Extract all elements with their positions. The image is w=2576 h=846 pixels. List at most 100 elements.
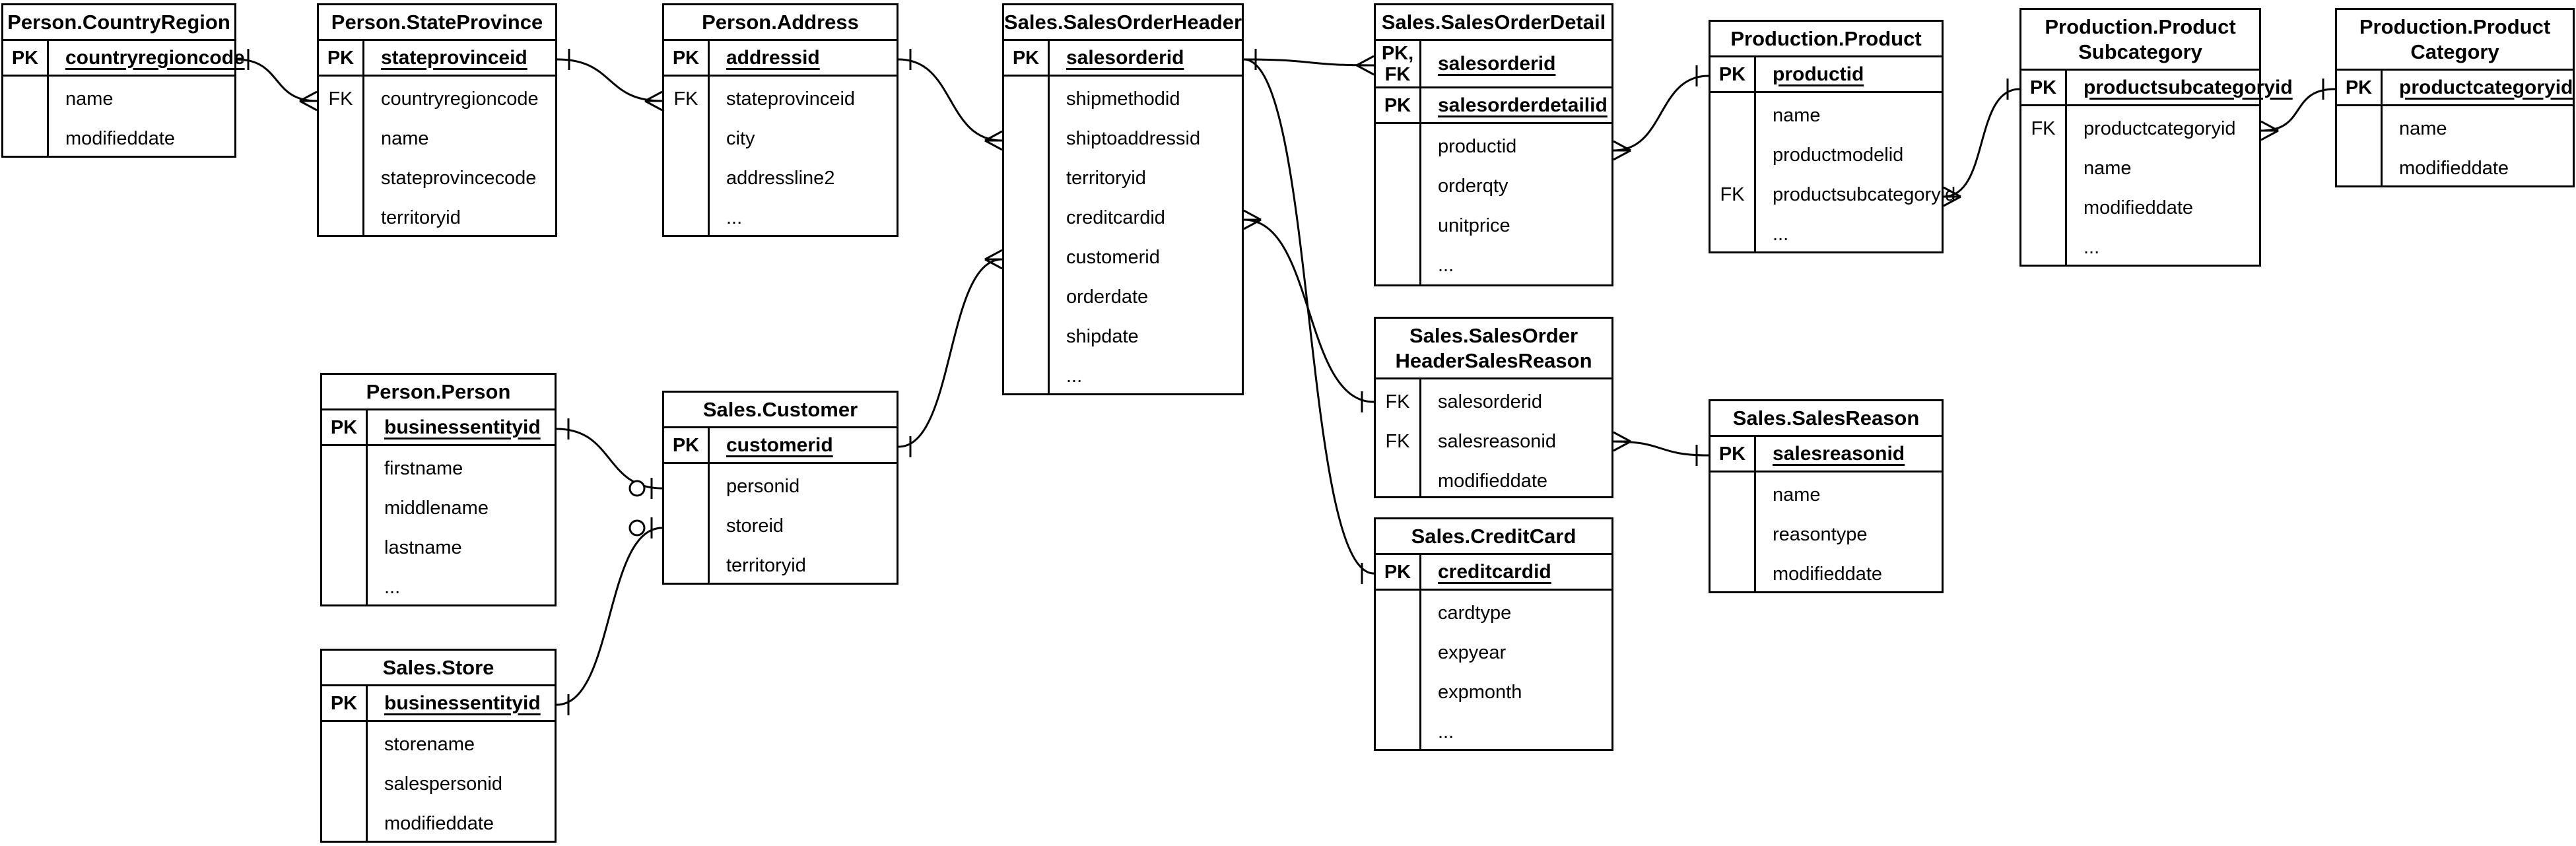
cardinality-many-crowfoot-salesorderdetail-product bbox=[1613, 149, 1631, 161]
attr-column-name: modifieddate bbox=[2084, 197, 2194, 218]
table-title: Sales.Store bbox=[322, 651, 555, 686]
attr-row-salespersonid: salespersonid bbox=[322, 764, 555, 804]
table-title: Sales.SalesReason bbox=[1711, 401, 1942, 437]
attr-row-productmodelid: productmodelid bbox=[1711, 135, 1942, 175]
attr-row-addressline2: addressline2 bbox=[664, 158, 897, 198]
attr-column-name: name bbox=[1773, 484, 1821, 505]
attr-column-name: name bbox=[381, 127, 429, 149]
attr-row-salesorderid: FK salesorderid bbox=[1376, 382, 1611, 422]
relationship-store-customer[interactable] bbox=[556, 527, 663, 706]
relationship-salesorderheader-salesorderdetail[interactable] bbox=[1243, 58, 1374, 67]
key-indicator: PK bbox=[330, 692, 358, 714]
cardinality-many-crowfoot-salesorderheader-headersalesreason bbox=[1243, 209, 1262, 221]
relationship-product-productsubcategory[interactable] bbox=[1943, 88, 2020, 198]
key-column-name: businessentityid bbox=[384, 416, 541, 438]
attr-row-shipmethodid: shipmethodid bbox=[1004, 79, 1242, 119]
relationship-salesorderdetail-product[interactable] bbox=[1613, 75, 1709, 152]
attr-column-name: territoryid bbox=[381, 207, 461, 228]
attr-row-shiptoaddressid: shiptoaddressid bbox=[1004, 119, 1242, 158]
attr-key-indicator: FK bbox=[1385, 391, 1410, 412]
relationship-stateprovince-address[interactable] bbox=[557, 58, 663, 102]
table-title-line: Production.Product bbox=[2045, 15, 2236, 38]
cardinality-many-crowfoot-product-productsubcategory bbox=[1943, 195, 1961, 207]
attr-row-...: ... bbox=[1711, 214, 1942, 254]
attr-row-productid: productid bbox=[1376, 127, 1611, 166]
table-title-line: HeaderSalesReason bbox=[1395, 348, 1592, 372]
key-column-divider bbox=[1754, 57, 1756, 253]
key-column-name: salesreasonid bbox=[1773, 442, 1905, 465]
attr-column-name: storeid bbox=[726, 515, 784, 537]
key-indicator: PK bbox=[1384, 561, 1411, 583]
attr-column-name: ... bbox=[726, 207, 743, 228]
table-title-line: Sales.Store bbox=[382, 655, 494, 679]
attr-column-name: firstname bbox=[384, 457, 463, 479]
table-title: Sales.Customer bbox=[664, 393, 897, 428]
key-indicator: PK bbox=[1718, 443, 1746, 465]
table-title: Sales.SalesOrderHeader bbox=[1004, 5, 1242, 41]
attr-row-name: name bbox=[2337, 109, 2573, 148]
attr-column-name: modifieddate bbox=[384, 812, 494, 834]
attr-row-...: ... bbox=[1376, 712, 1611, 752]
attr-column-name: city bbox=[726, 127, 755, 149]
table-title-line: Sales.SalesOrderDetail bbox=[1381, 10, 1606, 34]
attr-column-name: name bbox=[65, 88, 114, 110]
key-column-name: addressid bbox=[726, 46, 820, 69]
attr-column-name: productid bbox=[1438, 135, 1517, 157]
key-column-name: productcategoryid bbox=[2399, 76, 2573, 98]
attr-column-name: salesorderid bbox=[1438, 391, 1542, 412]
attr-column-name: territoryid bbox=[1066, 167, 1146, 189]
relationship-salesorderheader-headersalesreason[interactable] bbox=[1243, 218, 1374, 403]
cardinality-many-crowfoot-headersalesreason-salesreason bbox=[1613, 431, 1631, 443]
cardinality-many-crowfoot-product-productsubcategory bbox=[1943, 186, 1961, 198]
cardinality-many-crowfoot-salesorderdetail-product bbox=[1613, 140, 1631, 152]
attr-column-name: cardtype bbox=[1438, 602, 1512, 624]
key-column-divider bbox=[47, 41, 49, 158]
attr-row-unitprice: unitprice bbox=[1376, 206, 1611, 245]
attr-column-name: ... bbox=[1438, 254, 1454, 276]
key-column-name: salesorderdetailid bbox=[1438, 94, 1608, 116]
relationship-address-salesorderheader[interactable] bbox=[898, 58, 1003, 142]
attr-column-name: countryregioncode bbox=[381, 88, 539, 110]
attr-row-expmonth: expmonth bbox=[1376, 672, 1611, 712]
attr-column-name: stateprovincecode bbox=[381, 167, 537, 189]
attr-column-name: ... bbox=[384, 576, 401, 598]
key-column-divider bbox=[362, 41, 364, 237]
attr-key-indicator: FK bbox=[2031, 117, 2056, 139]
key-column-name: countryregioncode bbox=[65, 46, 245, 69]
attr-row-creditcardid: creditcardid bbox=[1004, 198, 1242, 238]
relationship-customer-salesorderheader[interactable] bbox=[898, 258, 1003, 448]
key-indicator: PK bbox=[2345, 77, 2373, 98]
attr-column-name: salesreasonid bbox=[1438, 430, 1556, 452]
key-column-divider bbox=[366, 410, 368, 606]
attr-key-indicator: FK bbox=[1385, 430, 1410, 452]
relationship-person-customer[interactable] bbox=[556, 428, 663, 490]
attr-row-lastname: lastname bbox=[322, 528, 555, 568]
relationship-salesorderheader-creditcard[interactable] bbox=[1243, 58, 1374, 575]
